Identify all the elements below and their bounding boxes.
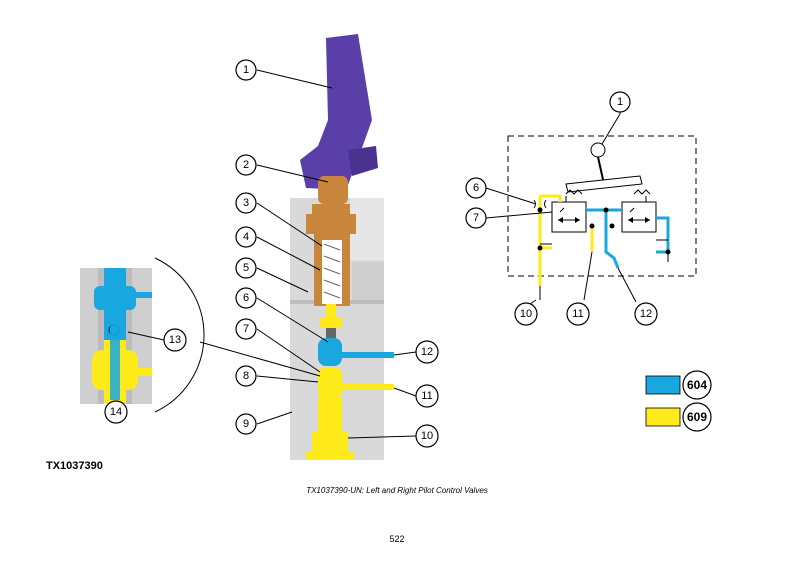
legend: 604 609 — [645, 370, 712, 432]
schematic-callout-10: 10 — [520, 308, 532, 320]
valve-section — [290, 34, 394, 460]
callout-3: 3 — [243, 197, 249, 209]
callout-4: 4 — [243, 231, 249, 243]
callout-9: 9 — [243, 418, 249, 430]
callout-7: 7 — [243, 323, 249, 335]
callout-labels: 1 2 3 4 5 6 7 8 9 12 11 10 13 14 — [110, 64, 433, 442]
callout-14: 14 — [110, 406, 122, 418]
callout-1: 1 — [243, 64, 249, 76]
schematic-callouts — [465, 91, 658, 326]
schematic-callout-7: 7 — [473, 212, 479, 224]
callout-10: 10 — [421, 430, 433, 442]
page-number: 522 — [389, 534, 405, 544]
schematic-callout-11: 11 — [572, 308, 583, 320]
legend-label-609: 609 — [687, 410, 707, 424]
figure-id: TX1037390 — [46, 460, 103, 472]
schematic-callout-labels: 1 6 7 10 11 12 — [473, 96, 652, 320]
callout-13: 13 — [169, 334, 181, 346]
callout-circles — [104, 59, 439, 448]
figure-caption: TX1037390-UN: Left and Right Pilot Contr… — [306, 486, 488, 495]
callout-6: 6 — [243, 292, 249, 304]
callout-8: 8 — [243, 370, 249, 382]
leader-lines — [127, 69, 417, 439]
legend-swatch-609 — [645, 407, 681, 427]
callout-5: 5 — [243, 262, 249, 274]
schematic — [485, 112, 697, 303]
legend-label-604: 604 — [687, 378, 707, 392]
callout-12: 12 — [421, 346, 433, 358]
legend-swatch-604 — [645, 375, 681, 395]
schematic-callout-1: 1 — [617, 96, 623, 108]
callout-11: 11 — [421, 390, 432, 402]
detail-view — [80, 257, 205, 413]
schematic-callout-6: 6 — [473, 182, 479, 194]
callout-2: 2 — [243, 159, 249, 171]
schematic-callout-12: 12 — [640, 308, 652, 320]
